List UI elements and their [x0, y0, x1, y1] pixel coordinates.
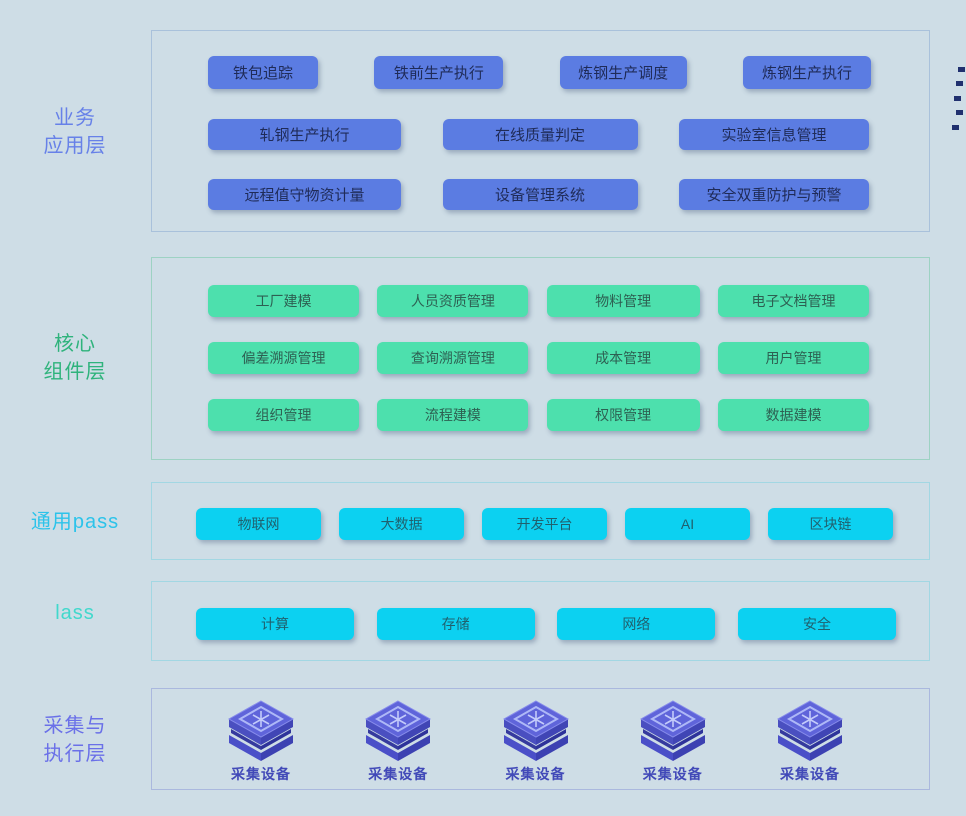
device-label: 采集设备: [505, 766, 566, 782]
edge-mark: [958, 67, 965, 72]
button-electronic-document-management[interactable]: 电子文档管理: [717, 285, 869, 317]
button-dual-safety-prevention-warning[interactable]: 安全双重防护与预警: [679, 179, 869, 210]
device-cube-icon: [639, 700, 706, 761]
business-row-1: 铁包追踪 铁前生产执行 炼钢生产调度 炼钢生产执行: [208, 56, 871, 89]
layer-label-line: 采集与: [43, 715, 107, 737]
layer-label-iaas: lass: [0, 599, 150, 627]
button-steelmaking-production-scheduling[interactable]: 炼钢生产调度: [559, 56, 687, 89]
edge-mark: [956, 110, 963, 115]
layer-label-line: 应用层: [43, 135, 107, 157]
edge-mark: [954, 96, 961, 101]
button-data-modeling[interactable]: 数据建模: [717, 399, 869, 431]
button-cost-management[interactable]: 成本管理: [546, 342, 700, 374]
layer-label-line: 组件层: [43, 361, 107, 383]
button-laboratory-information-management[interactable]: 实验室信息管理: [679, 119, 869, 150]
device-cube-icon: [776, 700, 844, 761]
collection-device[interactable]: 采集设备: [608, 699, 738, 784]
button-organization-management[interactable]: 组织管理: [208, 399, 359, 431]
panel-core-components: 工厂建模 人员资质管理 物料管理 电子文档管理 偏差溯源管理 查询溯源管理 成本…: [151, 257, 930, 460]
button-process-modeling[interactable]: 流程建模: [377, 399, 529, 431]
button-dev-platform[interactable]: 开发平台: [482, 508, 607, 540]
layer-label-collection-execution: 采集与 执行层: [0, 712, 150, 768]
paas-row: 物联网 大数据 开发平台 AI 区块链: [196, 508, 893, 540]
layer-label-line: 执行层: [43, 743, 107, 765]
panel-iaas: 计算 存储 网络 安全: [151, 581, 930, 661]
business-row-3: 远程值守物资计量 设备管理系统 安全双重防护与预警: [208, 179, 869, 210]
core-row-3: 组织管理 流程建模 权限管理 数据建模: [208, 399, 869, 431]
layer-label-business-application: 业务 应用层: [0, 104, 150, 160]
device-label: 采集设备: [642, 766, 703, 782]
button-deviation-traceability-management[interactable]: 偏差溯源管理: [208, 342, 359, 374]
iaas-row: 计算 存储 网络 安全: [196, 608, 896, 640]
device-label: 采集设备: [231, 766, 291, 782]
collection-device[interactable]: 采集设备: [196, 699, 326, 784]
device-cube-icon: [502, 700, 569, 761]
edge-mark: [952, 125, 959, 130]
edge-mark: [956, 81, 963, 86]
business-row-2: 轧钢生产执行 在线质量判定 实验室信息管理: [208, 119, 869, 150]
button-network[interactable]: 网络: [557, 608, 716, 640]
button-factory-modeling[interactable]: 工厂建模: [208, 285, 359, 317]
button-ladle-tracking[interactable]: 铁包追踪: [208, 56, 318, 89]
layer-label-paas: 通用pass: [0, 508, 150, 536]
collection-device[interactable]: 采集设备: [471, 699, 601, 784]
button-ai[interactable]: AI: [625, 508, 750, 540]
button-equipment-management-system[interactable]: 设备管理系统: [442, 179, 638, 210]
button-iot[interactable]: 物联网: [196, 508, 321, 540]
layer-label-line: 通用pass: [30, 511, 120, 533]
button-user-management[interactable]: 用户管理: [717, 342, 869, 374]
button-security[interactable]: 安全: [737, 608, 896, 640]
device-cube-icon: [365, 700, 432, 761]
panel-business-application: 铁包追踪 铁前生产执行 炼钢生产调度 炼钢生产执行 轧钢生产执行 在线质量判定 …: [151, 30, 930, 232]
collection-device[interactable]: 采集设备: [333, 699, 463, 784]
button-rolling-production-execution[interactable]: 轧钢生产执行: [208, 119, 401, 150]
button-storage[interactable]: 存储: [376, 608, 535, 640]
button-remote-unattended-material-metering[interactable]: 远程值守物资计量: [208, 179, 401, 210]
layer-label-core-components: 核心 组件层: [0, 330, 150, 386]
device-label: 采集设备: [780, 766, 840, 782]
button-personnel-qualification-management[interactable]: 人员资质管理: [377, 285, 529, 317]
button-permission-management[interactable]: 权限管理: [546, 399, 700, 431]
collection-device[interactable]: 采集设备: [745, 699, 875, 784]
layer-label-line: 核心: [54, 333, 96, 355]
device-cube-icon: [227, 700, 295, 761]
layer-label-line: 业务: [54, 107, 96, 129]
layer-label-line: lass: [55, 602, 95, 624]
button-ironmaking-production-execution[interactable]: 铁前生产执行: [374, 56, 504, 89]
core-row-2: 偏差溯源管理 查询溯源管理 成本管理 用户管理: [208, 342, 869, 374]
device-row: 采集设备 采集设备: [196, 699, 875, 784]
device-label: 采集设备: [368, 766, 429, 782]
button-steelmaking-production-execution[interactable]: 炼钢生产执行: [742, 56, 871, 89]
button-big-data[interactable]: 大数据: [339, 508, 464, 540]
button-blockchain[interactable]: 区块链: [768, 508, 893, 540]
panel-paas: 物联网 大数据 开发平台 AI 区块链: [151, 482, 930, 560]
button-material-management[interactable]: 物料管理: [546, 285, 700, 317]
panel-collection-execution: 采集设备 采集设备: [151, 688, 930, 790]
button-online-quality-judgment[interactable]: 在线质量判定: [442, 119, 638, 150]
button-compute[interactable]: 计算: [196, 608, 354, 640]
button-query-traceability-management[interactable]: 查询溯源管理: [377, 342, 529, 374]
core-row-1: 工厂建模 人员资质管理 物料管理 电子文档管理: [208, 285, 869, 317]
